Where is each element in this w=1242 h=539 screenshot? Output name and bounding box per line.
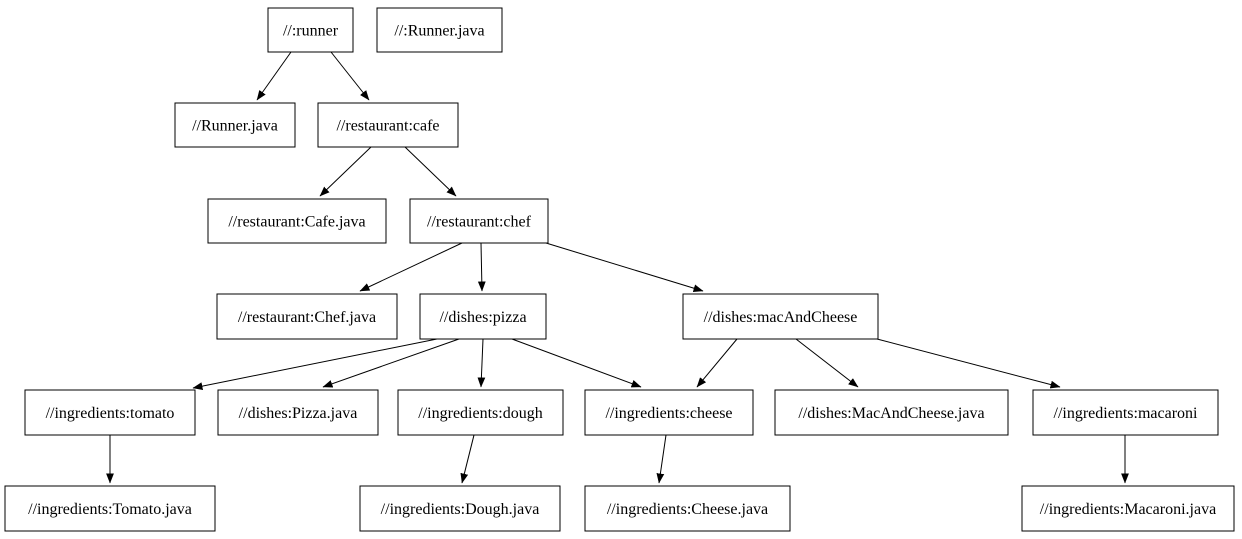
graph-node-chef: //restaurant:chef [409,198,549,244]
node-label-macaroni_java: //ingredients:Macaroni.java [1040,501,1216,518]
node-label-tomato: //ingredients:tomato [46,405,175,422]
node-label-runner_java_src: //:Runner.java [394,23,484,40]
graph-node-pizza: //dishes:pizza [419,293,547,340]
graph-node-dough_java: //ingredients:Dough.java [359,485,561,532]
edge-dough-to-dough_java [460,434,475,484]
node-label-cheese: //ingredients:cheese [605,405,732,422]
node-label-chef: //restaurant:chef [427,214,532,231]
graph-node-macaroni: //ingredients:macaroni [1032,389,1219,436]
graph-node-cheese_java: //ingredients:Cheese.java [584,485,791,532]
node-box-cafe_java [207,198,387,244]
node-label-chef_java: //restaurant:Chef.java [238,309,376,326]
graph-node-cheese: //ingredients:cheese [584,389,754,436]
graph-node-tomato_java: //ingredients:Tomato.java [4,485,216,532]
edge-chef-to-pizza [477,242,486,292]
node-label-dough: //ingredients:dough [418,405,542,422]
edge-cheese-to-cheese_java [656,434,667,484]
node-label-dough_java: //ingredients:Dough.java [381,501,540,518]
node-box-tomato [24,389,196,436]
graph-node-chef_java: //restaurant:Chef.java [216,293,398,340]
node-box-tomato_java [4,485,216,532]
node-box-cheese_java [584,485,791,532]
node-box-runner [267,7,354,53]
graph-node-runner: //:runner [267,7,354,53]
node-box-runner_java_src [376,7,503,53]
graph-node-pizza_java: //dishes:Pizza.java [217,389,379,436]
graph-node-dough: //ingredients:dough [397,389,564,436]
edge-mac_and_cheese-to-mac_java [795,338,859,388]
edge-chef-to-mac_and_cheese [545,242,704,292]
node-label-macaroni: //ingredients:macaroni [1054,405,1199,422]
node-box-runner_java [174,102,296,148]
edge-pizza-to-dough [477,338,486,388]
edge-runner-to-cafe [330,51,370,101]
edges-layer [106,51,1129,484]
edge-pizza-to-pizza_java [322,338,460,388]
graph-node-mac_and_cheese: //dishes:macAndCheese [682,293,879,340]
graph-node-runner_java_src: //:Runner.java [376,7,503,53]
node-box-pizza [419,293,547,340]
edge-chef-to-chef_java [359,242,463,292]
graph-node-tomato: //ingredients:tomato [24,389,196,436]
node-label-runner: //:runner [283,23,339,40]
nodes-layer: //:runner //:Runner.java //Runner.java //re… [4,7,1235,532]
edge-cafe-to-cafe_java [319,146,372,197]
node-box-mac_java [774,389,1009,436]
node-label-cafe_java: //restaurant:Cafe.java [228,214,365,231]
node-box-chef_java [216,293,398,340]
node-box-dough_java [359,485,561,532]
node-box-mac_and_cheese [682,293,879,340]
edge-runner-to-runner_java [256,51,292,101]
node-label-pizza: //dishes:pizza [439,309,526,326]
edge-mac_and_cheese-to-cheese [696,338,738,388]
node-label-runner_java: //Runner.java [192,118,278,135]
node-box-macaroni [1032,389,1219,436]
node-label-pizza_java: //dishes:Pizza.java [239,405,358,422]
node-label-cafe: //restaurant:cafe [336,118,439,135]
node-box-cafe [317,102,459,148]
graph-node-cafe_java: //restaurant:Cafe.java [207,198,387,244]
edge-pizza-to-cheese [511,338,642,388]
node-label-cheese_java: //ingredients:Cheese.java [607,501,768,518]
graph-node-macaroni_java: //ingredients:Macaroni.java [1021,485,1235,532]
node-box-chef [409,198,549,244]
edge-mac_and_cheese-to-macaroni [876,338,1061,389]
graph-node-runner_java: //Runner.java [174,102,296,148]
node-label-tomato_java: //ingredients:Tomato.java [28,501,192,518]
node-box-cheese [584,389,754,436]
graph-node-mac_java: //dishes:MacAndCheese.java [774,389,1009,436]
graph-node-cafe: //restaurant:cafe [317,102,459,148]
edge-pizza-to-tomato [192,338,438,390]
node-box-macaroni_java [1021,485,1235,532]
node-label-mac_and_cheese: //dishes:macAndCheese [704,309,858,326]
edge-cafe-to-chef [404,146,457,197]
node-box-pizza_java [217,389,379,436]
node-box-dough [397,389,564,436]
node-label-mac_java: //dishes:MacAndCheese.java [798,405,984,422]
